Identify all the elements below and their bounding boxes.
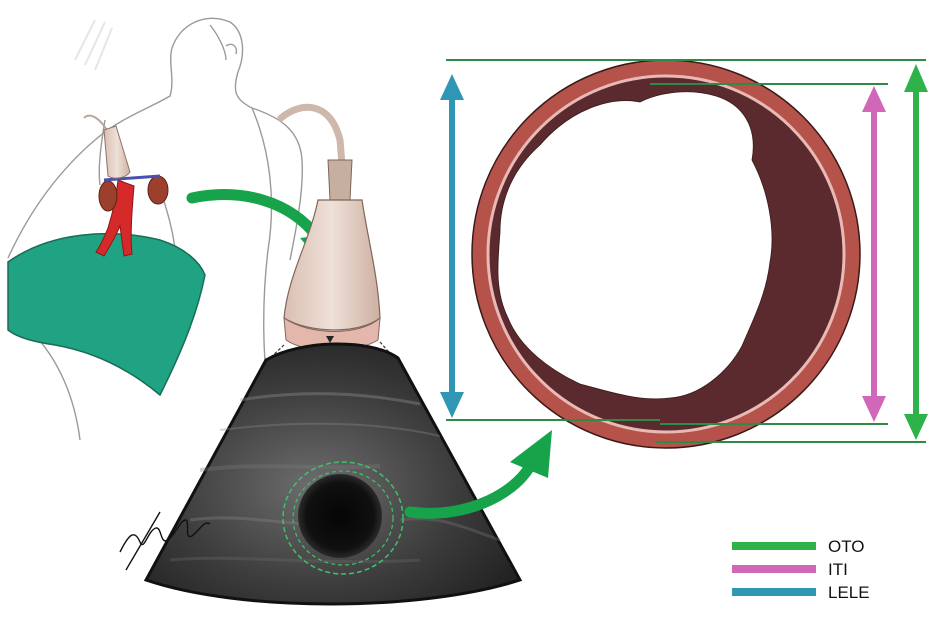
probe-neck <box>328 160 352 200</box>
legend-label-lele: LELE <box>828 583 870 602</box>
legend-swatch-lele <box>732 588 816 596</box>
small-probe <box>84 116 130 178</box>
vessel-lumen <box>298 474 382 558</box>
sketch-hatching <box>75 20 112 70</box>
legend: OTO ITI LELE <box>732 537 870 602</box>
legend-label-iti: ITI <box>828 560 848 579</box>
ear-outline <box>226 44 236 54</box>
ultrasound-image <box>146 344 520 604</box>
head-outline <box>210 25 226 60</box>
ultrasound-sector <box>146 344 520 604</box>
legend-label-oto: OTO <box>828 537 865 556</box>
small-probe-body <box>104 126 130 178</box>
arrow-shaft-1 <box>192 195 318 238</box>
oto-arrow-head-bottom <box>904 414 928 440</box>
oto-arrow-head-top <box>904 64 928 92</box>
arrow-head-2 <box>510 430 552 478</box>
legend-swatch-oto <box>732 542 816 550</box>
lele-arrow-head-bottom <box>440 392 464 418</box>
right-kidney <box>148 176 168 204</box>
probe-cable <box>281 107 342 165</box>
aorta-cross-section <box>472 60 860 448</box>
right-arm-outline <box>252 108 271 400</box>
large-probe <box>266 107 396 362</box>
iti-arrow-head-top <box>862 86 886 112</box>
iti-arrow-head-bottom <box>862 396 886 422</box>
left-kidney <box>99 181 117 211</box>
legend-swatch-iti <box>732 565 816 573</box>
drape-cloth <box>8 234 205 395</box>
torso-outline <box>8 18 302 260</box>
lele-arrow-head-top <box>440 74 464 100</box>
